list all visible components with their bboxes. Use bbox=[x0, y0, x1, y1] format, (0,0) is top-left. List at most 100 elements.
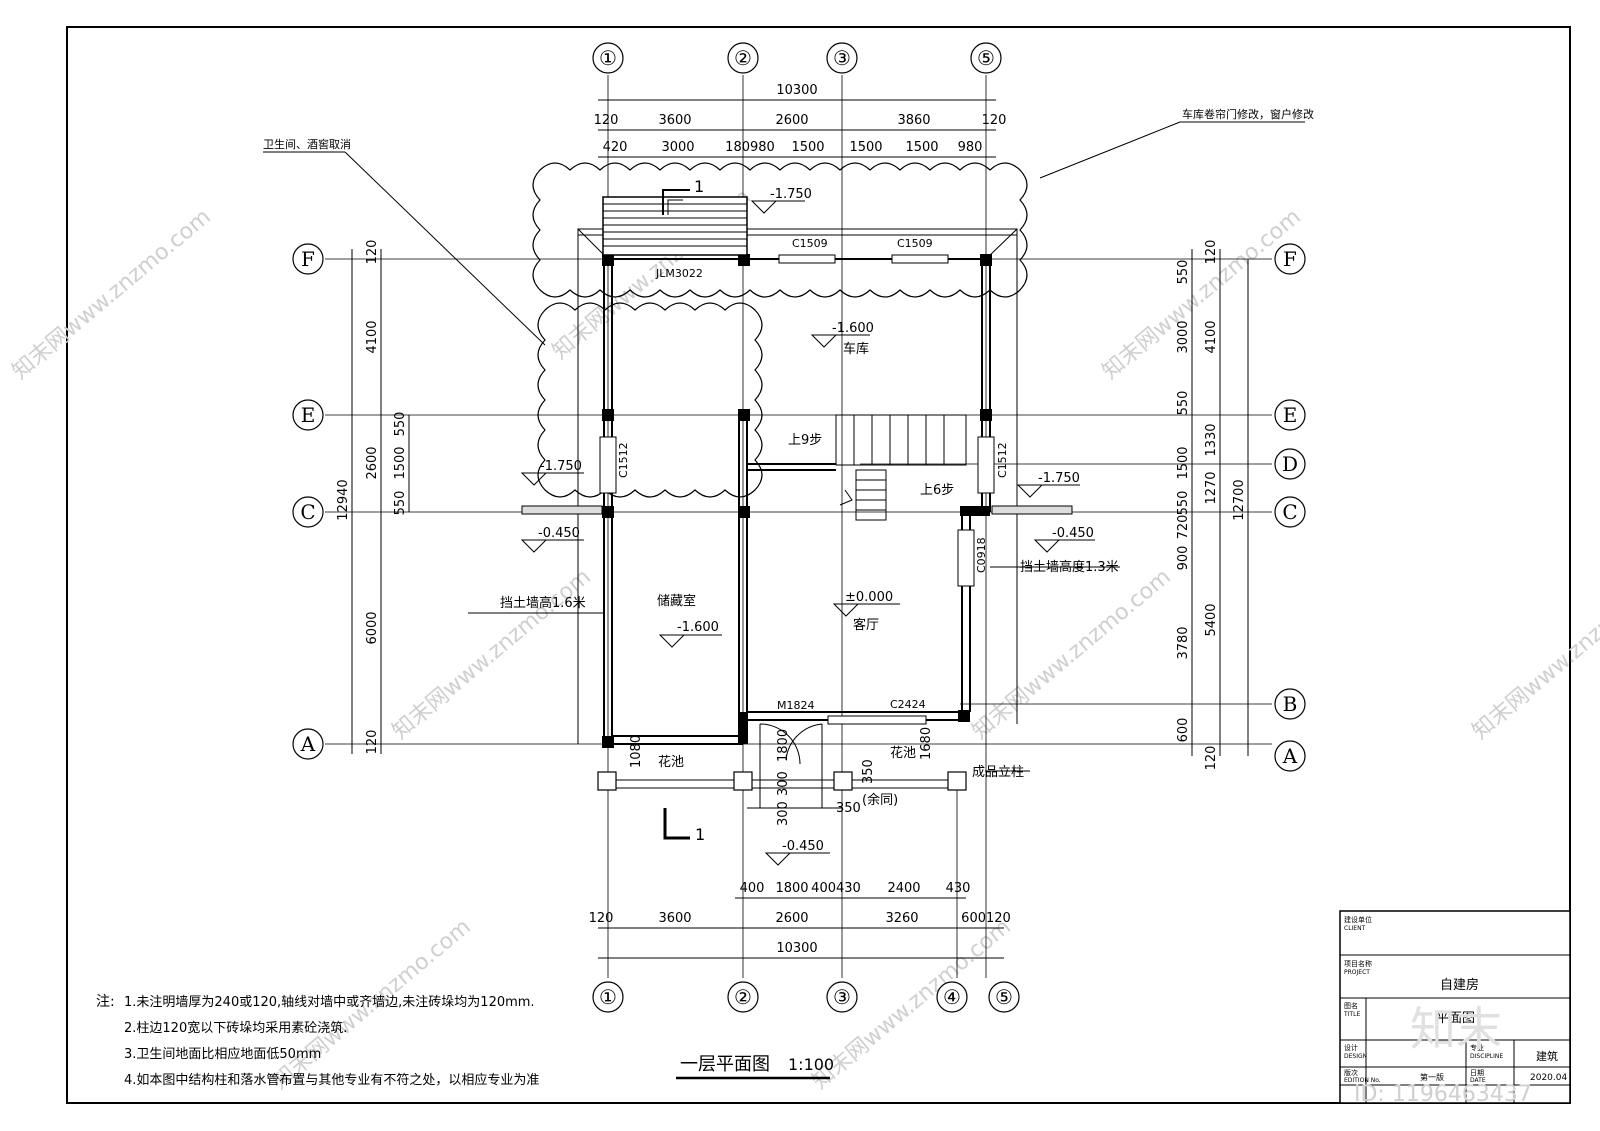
elevation-text: -1.600 bbox=[677, 620, 719, 635]
section-markers: 1 1 bbox=[662, 177, 705, 844]
note-item: 1.未注明墙厚为240或120,轴线对墙中或齐墙边,未注砖垛均为120mm. bbox=[124, 994, 535, 1010]
door-label: M1824 bbox=[777, 699, 815, 712]
tb-date-value: 2020.04 bbox=[1530, 1073, 1567, 1083]
dim-text: 350 bbox=[861, 759, 876, 784]
dim-text: 430 bbox=[946, 881, 971, 896]
dim-text: 2600 bbox=[365, 446, 380, 479]
note-item: 3.卫生间地面比相应地面低50mm bbox=[124, 1046, 321, 1062]
window-label: C1512 bbox=[996, 442, 1009, 478]
elevation-text: -0.450 bbox=[782, 839, 824, 854]
dim-text: 1800 bbox=[775, 881, 808, 896]
tb-discipline-en: DISCIPLINE bbox=[1470, 1053, 1503, 1060]
dim-text: 980 bbox=[958, 140, 983, 155]
axis-label: F bbox=[1283, 247, 1297, 271]
tb-discipline-label: 专业 bbox=[1470, 1043, 1484, 1052]
dim-text: 1680 bbox=[919, 727, 934, 760]
dim-text: 550 bbox=[393, 491, 408, 516]
elevation-text: -1.600 bbox=[832, 321, 874, 336]
dim-text: 2400 bbox=[887, 881, 920, 896]
dim-text: 120 bbox=[589, 911, 614, 926]
tb-edition-en: EDITION No. bbox=[1344, 1077, 1381, 1084]
dim-text: 6000 bbox=[365, 611, 380, 644]
room-labels: 车库 储藏室 客厅 花池 花池 bbox=[657, 341, 916, 770]
notes-prefix: 注: bbox=[96, 994, 115, 1010]
axis-label: ⑤ bbox=[995, 985, 1013, 1009]
axis-label: ③ bbox=[833, 985, 851, 1009]
dim-text: 3780 bbox=[1176, 626, 1191, 659]
stair-label: 上6步 bbox=[920, 483, 954, 498]
axis-label: E bbox=[301, 403, 316, 427]
flower-beds bbox=[597, 770, 967, 809]
dim-text: 3000 bbox=[661, 140, 694, 155]
dim-text: 350 bbox=[836, 801, 861, 816]
tb-discipline-value: 建筑 bbox=[1536, 1049, 1558, 1063]
elevation-text: -1.750 bbox=[1038, 471, 1080, 486]
dim-text: 10300 bbox=[776, 941, 817, 956]
elevation-text: -0.450 bbox=[1052, 526, 1094, 541]
tb-title-en: TITLE bbox=[1343, 1011, 1360, 1018]
retaining-wall-note: 挡土墙高1.6米 bbox=[500, 595, 586, 611]
dim-text: 2600 bbox=[775, 911, 808, 926]
dim-text: 1800 bbox=[776, 729, 791, 762]
dim-text: 1270 bbox=[1204, 471, 1219, 504]
axis-label: B bbox=[1283, 692, 1298, 716]
axis-label: A bbox=[1282, 744, 1298, 768]
tb-design-en: DESIGN bbox=[1344, 1053, 1367, 1060]
tb-edition-value: 第一版 bbox=[1420, 1072, 1444, 1082]
dim-text: 550 bbox=[1176, 260, 1191, 285]
revision-cloud-top bbox=[532, 162, 1028, 298]
axis-bubbles-top: ① ② ③ ⑤ bbox=[592, 42, 1002, 74]
window-label: C1509 bbox=[792, 237, 828, 250]
window-label: C1509 bbox=[897, 237, 933, 250]
window-label: C2424 bbox=[890, 698, 926, 711]
drawing-frame bbox=[66, 26, 1571, 1104]
axis-label: F bbox=[301, 247, 315, 271]
axis-bubbles-right: F E D C B A bbox=[1274, 243, 1306, 772]
dim-text: 720 bbox=[1176, 515, 1191, 540]
axis-bubbles-bottom: ① ② ③ ④ ⑤ bbox=[592, 981, 1020, 1013]
dim-text: 3860 bbox=[897, 113, 930, 128]
callout-left: 卫生间、酒窖取消 bbox=[263, 137, 351, 151]
axis-label: ② bbox=[734, 46, 752, 70]
revision-clouds bbox=[532, 162, 1028, 498]
bottom-dimensions: 400 1800 400430 2400 430 120 3600 2600 3… bbox=[589, 881, 1011, 959]
axis-label: ④ bbox=[943, 985, 961, 1009]
id-watermark: ID: 1196463437 bbox=[1354, 1082, 1532, 1107]
drawing-title: 一层平面图 bbox=[680, 1054, 770, 1075]
same-note: (余同) bbox=[862, 792, 898, 808]
dim-text: 3600 bbox=[658, 911, 691, 926]
dim-text: 3260 bbox=[885, 911, 918, 926]
elevation-markers: -1.750 -1.600 -1.750 -1.750 -0.450 -0.45… bbox=[520, 187, 1095, 866]
section-mark-bottom: 1 bbox=[695, 825, 705, 844]
dim-text: 550 bbox=[1176, 391, 1191, 416]
post-label: 成品立柱 bbox=[972, 765, 1024, 780]
walls bbox=[521, 228, 1073, 770]
room-flower-bed: 花池 bbox=[658, 754, 684, 770]
title-block: 建设单位 CLIENT 项目名称 PROJECT 自建房 图名 TITLE 平面… bbox=[1339, 910, 1571, 1104]
dim-text: 1500 bbox=[791, 140, 824, 155]
dim-text: 400 bbox=[740, 881, 765, 896]
axis-label: ② bbox=[734, 985, 752, 1009]
callout-leaders bbox=[263, 121, 1305, 772]
tb-title-label: 图名 bbox=[1344, 1001, 1358, 1010]
tb-client-label: 建设单位 bbox=[1344, 915, 1372, 924]
room-flower-bed: 花池 bbox=[890, 745, 916, 761]
dim-text: 420 bbox=[603, 140, 628, 155]
dim-text: 120 bbox=[1204, 746, 1219, 771]
dim-text: 5400 bbox=[1204, 603, 1219, 636]
interior-stair bbox=[835, 414, 967, 521]
dim-text: 550 bbox=[1176, 491, 1191, 516]
axis-label: E bbox=[1283, 403, 1298, 427]
dim-text: 120 bbox=[594, 113, 619, 128]
general-notes: 注: 1.未注明墙厚为240或120,轴线对墙中或齐墙边,未注砖垛均为120mm… bbox=[96, 994, 539, 1088]
dim-text: 300 bbox=[776, 801, 791, 826]
axis-label: A bbox=[300, 732, 316, 756]
retaining-wall-note: 挡土墙高度1.3米 bbox=[1020, 559, 1119, 575]
dim-text: 10300 bbox=[776, 83, 817, 98]
tb-project-value: 自建房 bbox=[1440, 977, 1479, 993]
elevation-text: -0.450 bbox=[538, 526, 580, 541]
axis-bubbles-left: F E C A bbox=[292, 243, 324, 760]
elevation-text: ±0.000 bbox=[845, 590, 893, 605]
right-dimensions: 550 3000 550 1500 550 720 900 3780 600 1… bbox=[1176, 240, 1249, 771]
